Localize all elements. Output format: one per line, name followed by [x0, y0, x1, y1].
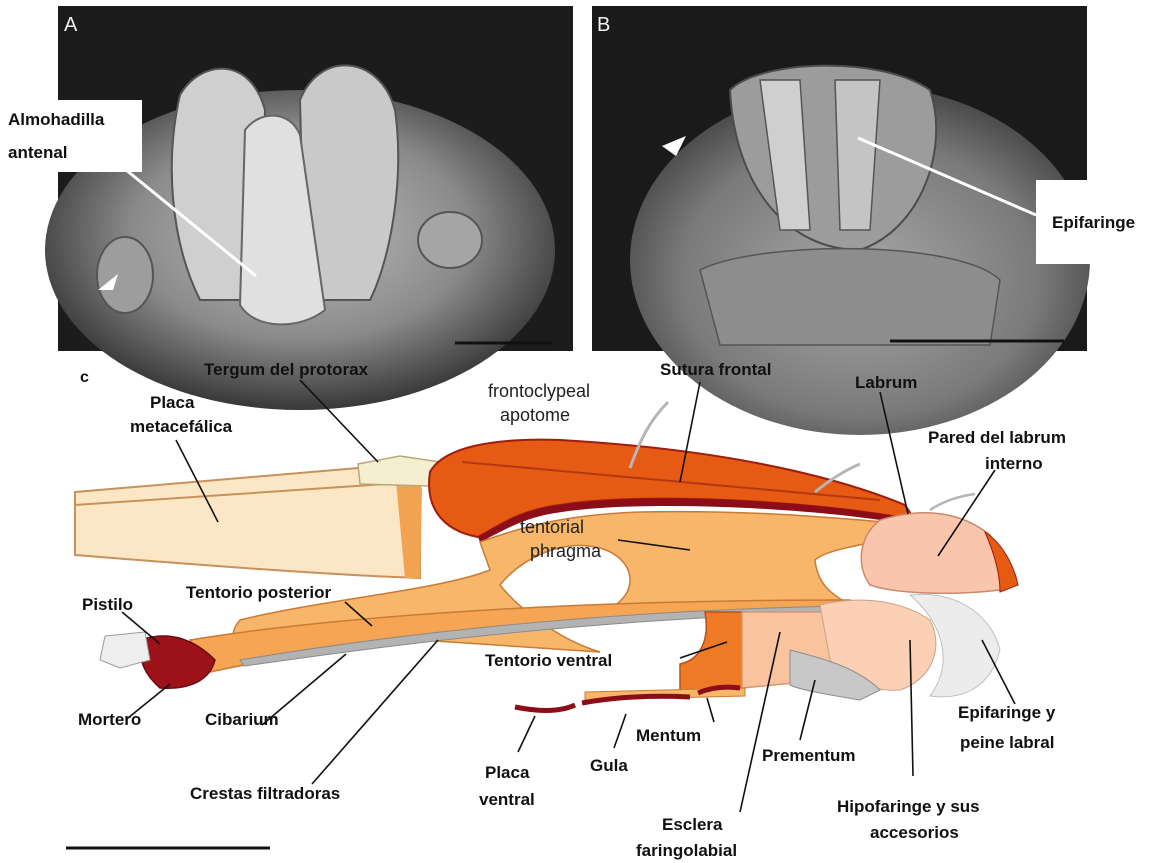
- label-sutura-frontal: Sutura frontal: [660, 360, 771, 379]
- antenna-socket-left-a: [97, 237, 153, 313]
- label-tentorio-posterior: Tentorio posterior: [186, 583, 332, 602]
- label-esclera-1: Esclera: [662, 815, 723, 834]
- label-frontoclypeal-2: apotome: [500, 405, 570, 425]
- label-tentorial-2: phragma: [530, 541, 602, 561]
- panel-a: A: [45, 6, 573, 410]
- tergum-shape: [358, 456, 440, 486]
- leader-mentum: [707, 698, 714, 722]
- label-placa-metacefalica-1: Placa: [150, 393, 195, 412]
- leader-placa-ventral: [518, 716, 535, 752]
- label-cibarium: Cibarium: [205, 710, 279, 729]
- tentorio-ventral-shape: [680, 612, 745, 690]
- label-tergum: Tergum del protorax: [204, 360, 369, 379]
- label-prementum: Prementum: [762, 746, 856, 765]
- panel-c: c: [66, 369, 1018, 848]
- clypeus-b: [700, 249, 1000, 345]
- antenna-socket-right-a: [418, 212, 482, 268]
- label-esclera-2: faringolabial: [636, 841, 737, 860]
- label-tentorial-1: tentorial: [520, 517, 584, 537]
- label-crestas: Crestas filtradoras: [190, 784, 340, 803]
- seta-3: [930, 494, 975, 510]
- label-frontoclypeal-1: frontoclypeal: [488, 381, 590, 401]
- label-epifaringe-peine-1: Epifaringe y: [958, 703, 1056, 722]
- almohadilla-label-line1: Almohadilla: [8, 110, 105, 129]
- label-pistilo: Pistilo: [82, 595, 133, 614]
- label-labrum: Labrum: [855, 373, 917, 392]
- label-epifaringe-peine-2: peine labral: [960, 733, 1054, 752]
- label-placa-ventral-1: Placa: [485, 763, 530, 782]
- label-mortero: Mortero: [78, 710, 141, 729]
- label-pared-labrum-2: interno: [985, 454, 1043, 473]
- label-placa-metacefalica-2: metacefálica: [130, 417, 233, 436]
- leader-crestas: [312, 640, 438, 784]
- label-hipofaringe-1: Hipofaringe y sus: [837, 797, 980, 816]
- panel-a-letter: A: [64, 14, 78, 36]
- label-mentum: Mentum: [636, 726, 701, 745]
- panel-b-letter: B: [597, 14, 610, 36]
- leader-gula: [614, 714, 626, 748]
- epifaringe-label: Epifaringe: [1052, 213, 1135, 232]
- label-tentorio-ventral: Tentorio ventral: [485, 651, 612, 670]
- label-gula: Gula: [590, 756, 628, 775]
- almohadilla-label-line2: antenal: [8, 143, 68, 162]
- placa-ventral-shape: [515, 705, 575, 711]
- label-placa-ventral-2: ventral: [479, 790, 535, 809]
- label-hipofaringe-2: accesorios: [870, 823, 959, 842]
- panel-c-letter: c: [80, 369, 89, 386]
- label-pared-labrum-1: Pared del labrum: [928, 428, 1066, 447]
- labrum-interno-shape: [861, 513, 1005, 594]
